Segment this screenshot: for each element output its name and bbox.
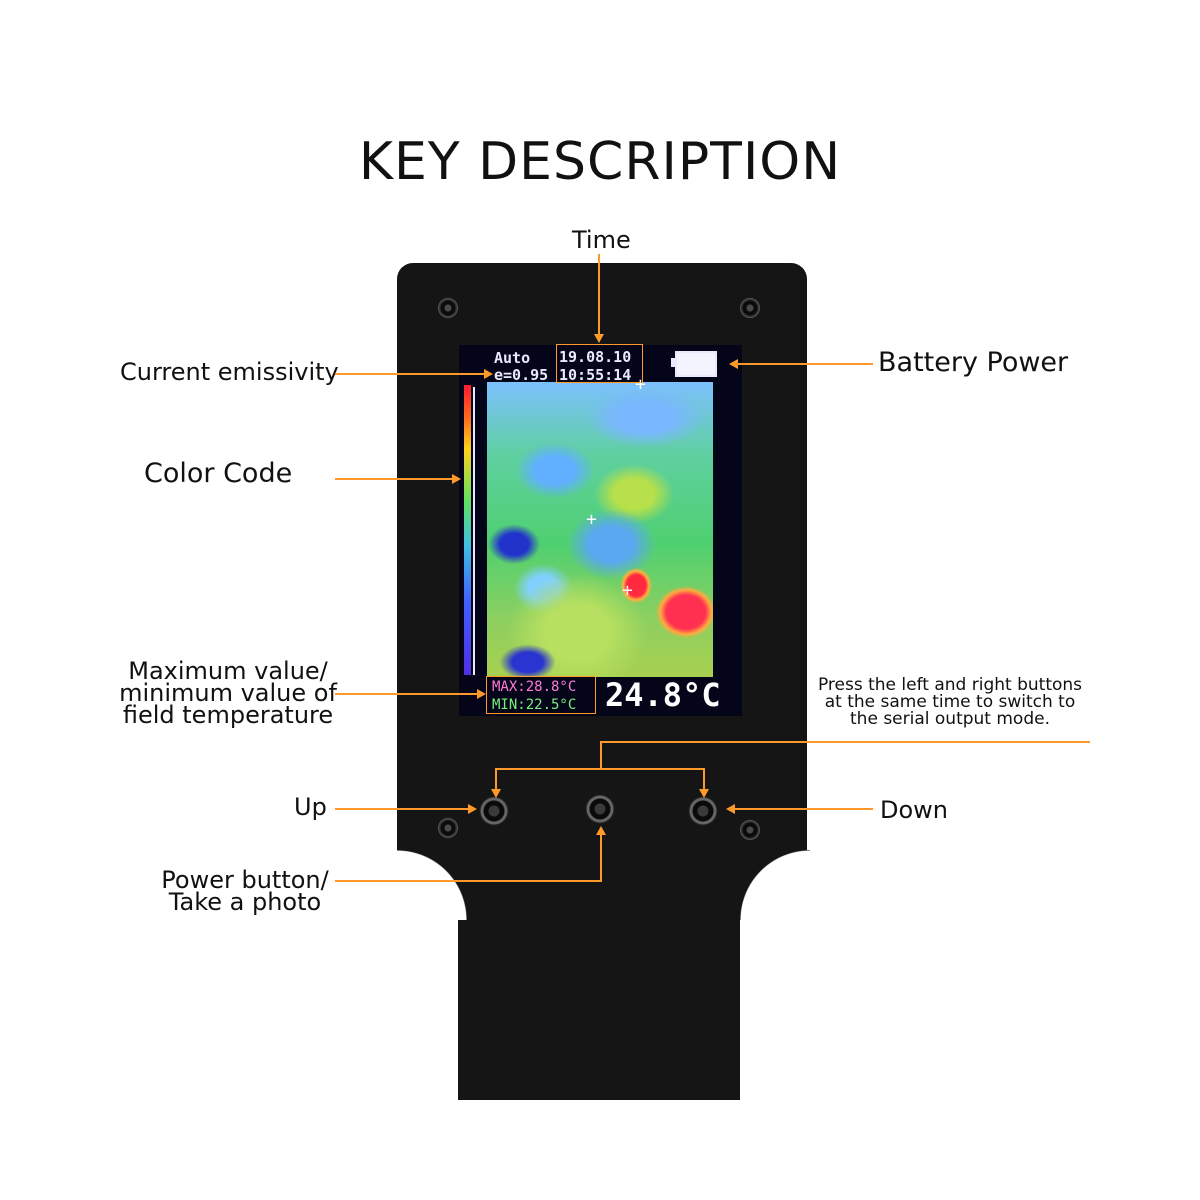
mode-text: Auto xyxy=(494,349,531,367)
maxmin-leader-line xyxy=(335,693,477,695)
battery-icon xyxy=(675,351,717,377)
label-power-line2: Take a photo xyxy=(168,888,322,916)
emissivity-arrow xyxy=(484,369,493,379)
label-current-emissivity: Current emissivity xyxy=(120,358,339,386)
time-highlight-box xyxy=(556,344,643,383)
device-handle-flare-left xyxy=(397,850,467,920)
label-max-min-line1: Maximum value/ xyxy=(128,657,328,685)
label-up: Up xyxy=(294,793,327,821)
up-leader-line xyxy=(335,808,469,810)
screw-bottom-left xyxy=(438,818,458,838)
colorcode-arrow xyxy=(452,474,461,484)
serial-bracket-top xyxy=(495,768,705,770)
label-max-min-line3: field temperature xyxy=(122,701,334,729)
label-color-code: Color Code xyxy=(144,458,293,489)
color-scale-line xyxy=(473,387,475,675)
device-handle-flare-right xyxy=(740,850,810,920)
label-down: Down xyxy=(880,796,949,824)
power-leader-horizontal xyxy=(335,880,602,882)
date-text: 19.08.10 xyxy=(559,348,632,366)
up-button[interactable] xyxy=(479,796,509,826)
label-serial-line3: the serial output mode. xyxy=(850,709,1050,729)
time-leader-line xyxy=(598,254,600,335)
serial-bracket-right xyxy=(703,768,705,790)
emissivity-text: e=0.95 xyxy=(494,366,549,384)
label-power: Power button/ Take a photo xyxy=(140,866,350,916)
serial-bracket-left xyxy=(495,768,497,790)
crosshair-hot-icon: + xyxy=(622,580,633,601)
clock-text: 10:55:14 xyxy=(559,366,632,384)
screw-bottom-right xyxy=(740,820,760,840)
serial-drop-line xyxy=(600,741,602,769)
device-handle xyxy=(458,868,740,1100)
power-button[interactable] xyxy=(585,794,615,824)
screw-top-left xyxy=(438,298,458,318)
screw-top-right xyxy=(740,298,760,318)
thermal-image: + + + xyxy=(487,376,713,677)
serial-arrow-right xyxy=(699,789,709,798)
maxmin-arrow xyxy=(477,689,486,699)
up-arrow xyxy=(468,804,477,814)
label-serial-mode: Press the left and right buttons at the … xyxy=(800,677,1100,728)
colorcode-leader-line xyxy=(335,478,453,480)
crosshair-center-icon: + xyxy=(586,509,597,530)
color-scale-bar xyxy=(464,385,471,675)
label-battery-power: Battery Power xyxy=(878,347,1069,378)
battery-leader-line xyxy=(738,363,873,365)
power-arrow xyxy=(596,826,606,835)
min-temp-text: MIN:22.5°C xyxy=(492,697,577,713)
down-arrow xyxy=(726,804,735,814)
time-arrow xyxy=(594,334,604,343)
down-button[interactable] xyxy=(688,796,718,826)
label-max-min: Maximum value/ minimum value of field te… xyxy=(110,657,346,729)
battery-tip xyxy=(671,358,675,367)
label-max-min-line2: minimum value of xyxy=(119,679,337,707)
label-time: Time xyxy=(572,226,631,254)
power-leader-vertical xyxy=(600,834,602,882)
serial-arrow-left xyxy=(491,789,501,798)
max-temp-text: MAX:28.8°C xyxy=(492,679,577,695)
label-serial-line2: at the same time to switch to xyxy=(824,692,1076,712)
serial-leader-line xyxy=(600,741,1090,743)
down-leader-line xyxy=(735,808,873,810)
emissivity-leader-line xyxy=(335,373,485,375)
battery-arrow xyxy=(729,359,738,369)
label-power-line1: Power button/ xyxy=(161,866,329,894)
lcd-screen: Auto e=0.95 19.08.10 10:55:14 + + + MAX:… xyxy=(459,345,742,716)
maxmin-highlight-box xyxy=(486,676,596,714)
center-temp-readout: 24.8°C xyxy=(605,676,721,714)
label-serial-line1: Press the left and right buttons xyxy=(817,675,1083,695)
crosshair-top-icon: + xyxy=(635,374,646,395)
page-title: KEY DESCRIPTION xyxy=(358,132,842,192)
